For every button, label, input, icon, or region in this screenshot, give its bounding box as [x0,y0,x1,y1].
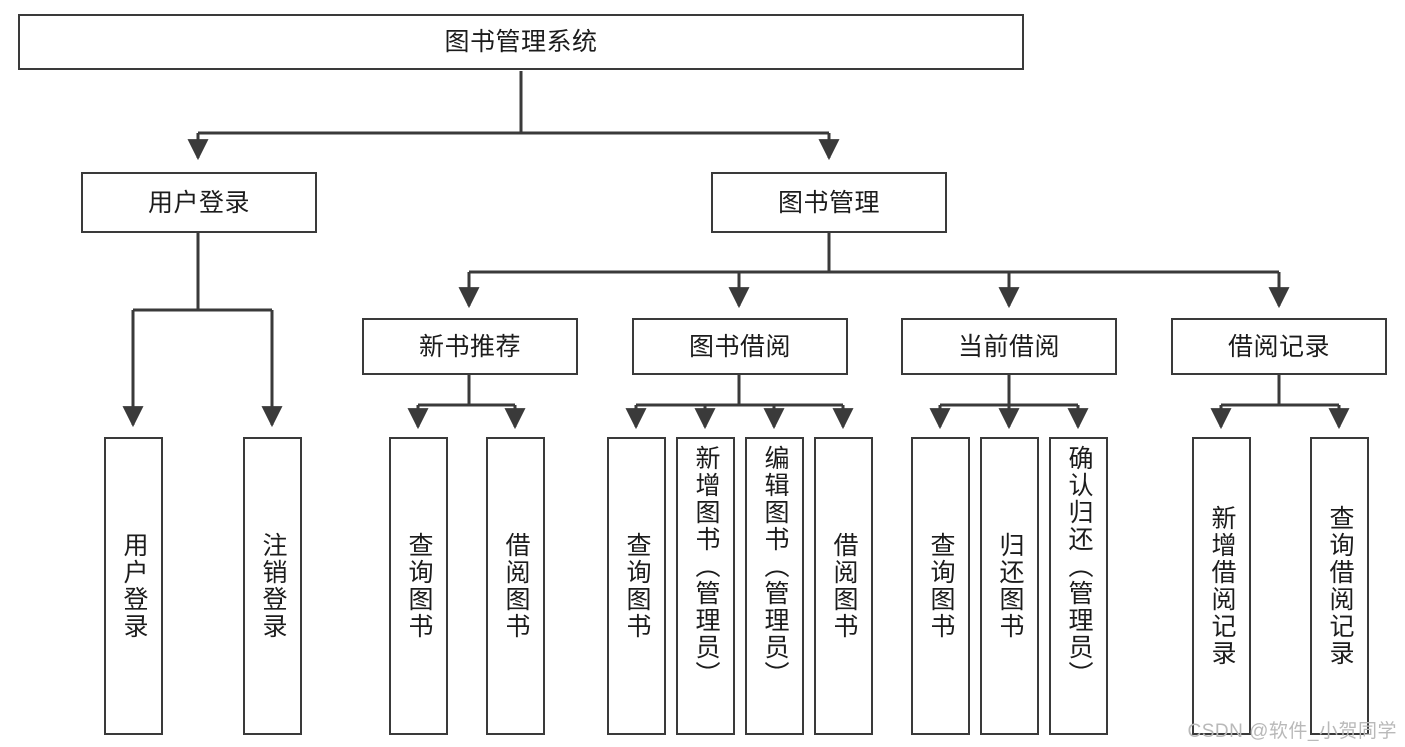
leaf-confirm-return-admin[interactable]: 确认归还（管理员） [1049,437,1108,735]
node-user-login[interactable]: 用户登录 [81,172,317,233]
node-label: 新书推荐 [418,332,521,361]
leaf-borrow-book-recommendation[interactable]: 借阅图书 [486,437,545,735]
leaf-query-book-current[interactable]: 查询图书 [911,437,970,735]
node-label: 图书借阅 [688,332,791,361]
leaf-query-book-recommendation[interactable]: 查询图书 [389,437,448,735]
node-label: 用户登录 [147,188,250,217]
node-root-book-management-system[interactable]: 图书管理系统 [18,14,1024,70]
node-label: 图书管理系统 [444,28,598,56]
node-label: 用户登录 [120,532,148,640]
node-label: 借阅图书 [502,532,530,640]
node-label: 查询借阅记录 [1326,505,1354,667]
node-label: 当前借阅 [957,332,1060,361]
node-label: 新增借阅记录 [1208,505,1236,667]
node-label: 归还图书 [996,532,1024,640]
node-label: 新增图书（管理员） [692,445,720,688]
node-borrow-records[interactable]: 借阅记录 [1171,318,1387,375]
node-current-borrowing[interactable]: 当前借阅 [901,318,1117,375]
node-book-borrowing[interactable]: 图书借阅 [632,318,848,375]
node-label: 借阅记录 [1227,332,1330,361]
node-label: 图书管理 [777,188,880,217]
leaf-edit-book-admin[interactable]: 编辑图书（管理员） [745,437,804,735]
node-book-management[interactable]: 图书管理 [711,172,947,233]
node-label: 借阅图书 [830,532,858,640]
leaf-return-book[interactable]: 归还图书 [980,437,1039,735]
leaf-add-book-admin[interactable]: 新增图书（管理员） [676,437,735,735]
node-label: 查询图书 [623,532,651,640]
node-label: 确认归还（管理员） [1065,445,1093,688]
leaf-user-login[interactable]: 用户登录 [104,437,163,735]
node-label: 查询图书 [927,532,955,640]
csdn-watermark: CSDN @软件_小贺同学 [1187,721,1397,742]
leaf-add-borrow-record[interactable]: 新增借阅记录 [1192,437,1251,735]
node-new-book-recommendation[interactable]: 新书推荐 [362,318,578,375]
node-label: 注销登录 [259,532,287,640]
node-label: 查询图书 [405,532,433,640]
leaf-query-borrow-record[interactable]: 查询借阅记录 [1310,437,1369,735]
leaf-query-book-borrowing[interactable]: 查询图书 [607,437,666,735]
leaf-logout[interactable]: 注销登录 [243,437,302,735]
leaf-borrow-book[interactable]: 借阅图书 [814,437,873,735]
node-label: 编辑图书（管理员） [761,445,789,688]
